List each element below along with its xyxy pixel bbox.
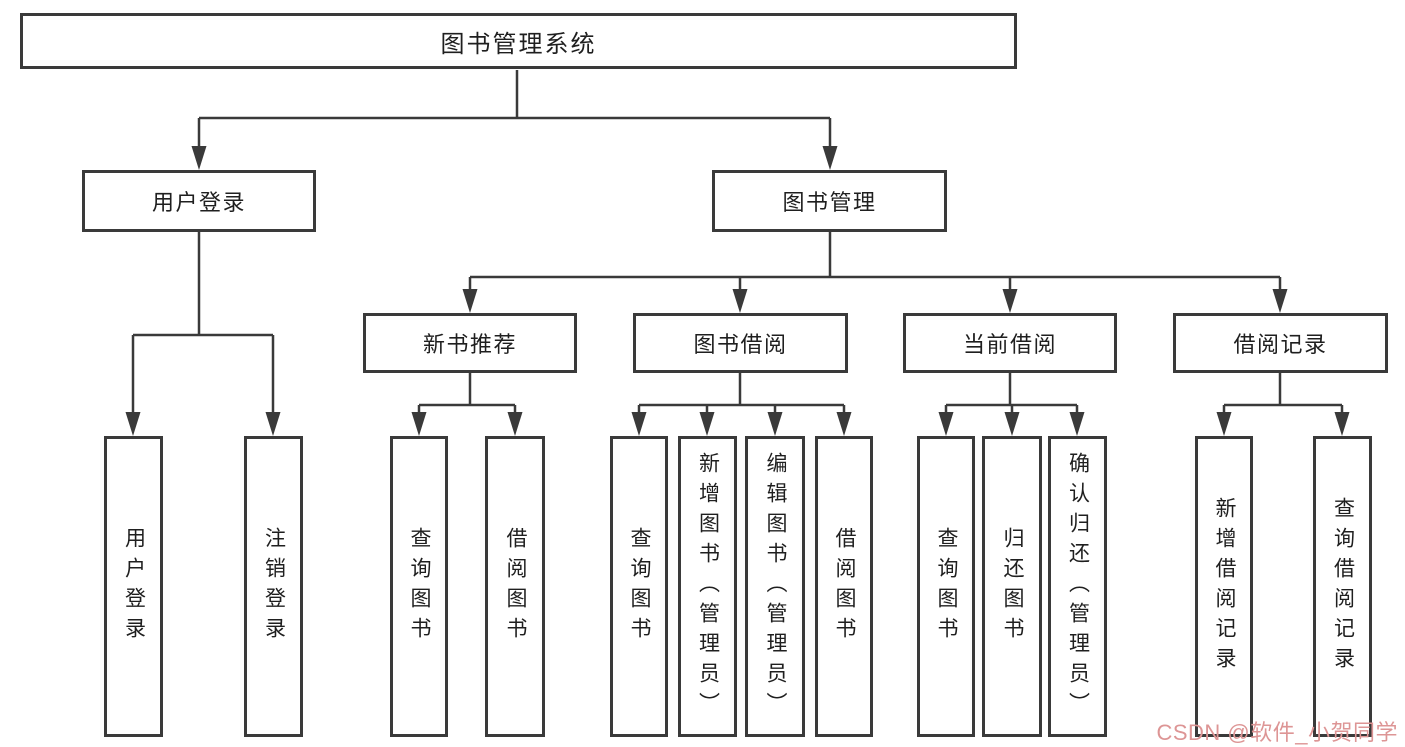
node-book-borrowing-label: 图书借阅 <box>693 332 788 357</box>
leaf-return-books: 归还图书 <box>982 436 1042 737</box>
arrowheads <box>125 146 1350 436</box>
arrowhead-icon <box>507 412 523 436</box>
leaf-borrow-books-recommend-label: 借阅图书 <box>504 526 527 647</box>
leaf-edit-books-admin: 编辑图书（管理员） <box>745 436 805 737</box>
node-book-borrowing: 图书借阅 <box>633 313 848 373</box>
arrowhead-icon <box>462 289 478 313</box>
leaf-query-books-borrowing-label: 查询图书 <box>628 526 651 647</box>
arrowhead-icon <box>1069 412 1085 436</box>
leaf-return-books-label: 归还图书 <box>1001 526 1024 647</box>
leaf-borrow-books-recommend: 借阅图书 <box>485 436 545 737</box>
node-current-borrowing-label: 当前借阅 <box>962 332 1057 357</box>
leaf-confirm-return-admin-label: 确认归还（管理员） <box>1066 451 1090 722</box>
leaf-confirm-return-admin: 确认归还（管理员） <box>1048 436 1107 737</box>
leaf-query-books-borrowing: 查询图书 <box>610 436 668 737</box>
arrowhead-icon <box>732 289 748 313</box>
node-root: 图书管理系统 <box>20 13 1017 69</box>
leaf-query-books-recommend-label: 查询图书 <box>408 526 431 647</box>
watermark: CSDN @软件_小贺同学 <box>1156 720 1398 745</box>
arrowhead-icon <box>1272 289 1288 313</box>
leaf-add-books-admin: 新增图书（管理员） <box>678 436 737 737</box>
node-root-label: 图书管理系统 <box>440 30 597 58</box>
leaf-query-books-current-label: 查询图书 <box>935 526 958 647</box>
arrowhead-icon <box>1002 289 1018 313</box>
node-user-login-branch: 用户登录 <box>82 170 316 232</box>
leaf-borrow-books-label: 借阅图书 <box>833 526 856 647</box>
tree-edges <box>131 70 1344 416</box>
leaf-query-borrow-record: 查询借阅记录 <box>1313 436 1372 737</box>
leaf-edit-books-admin-label: 编辑图书（管理员） <box>764 451 787 722</box>
arrowhead-icon <box>822 146 838 170</box>
node-user-login-branch-label: 用户登录 <box>151 190 246 215</box>
node-book-management-branch: 图书管理 <box>712 170 947 232</box>
leaf-query-books-recommend: 查询图书 <box>390 436 448 737</box>
leaf-query-borrow-record-label: 查询借阅记录 <box>1331 496 1355 677</box>
arrowhead-icon <box>699 412 715 436</box>
arrowhead-icon <box>938 412 954 436</box>
leaf-add-books-admin-label: 新增图书（管理员） <box>696 451 720 722</box>
leaf-add-borrow-record: 新增借阅记录 <box>1195 436 1253 737</box>
leaf-user-login: 用户登录 <box>104 436 163 737</box>
arrowhead-icon <box>631 412 647 436</box>
arrowhead-icon <box>836 412 852 436</box>
node-book-management-branch-label: 图书管理 <box>782 190 877 215</box>
arrowhead-icon <box>265 412 281 436</box>
node-current-borrowing: 当前借阅 <box>903 313 1117 373</box>
arrowhead-icon <box>191 146 207 170</box>
leaf-add-borrow-record-label: 新增借阅记录 <box>1213 496 1236 677</box>
node-new-book-recommend: 新书推荐 <box>363 313 577 373</box>
node-new-book-recommend-label: 新书推荐 <box>422 332 517 357</box>
node-borrow-records: 借阅记录 <box>1173 313 1388 373</box>
arrowhead-icon <box>1216 412 1232 436</box>
leaf-query-books-current: 查询图书 <box>917 436 975 737</box>
arrowhead-icon <box>1334 412 1350 436</box>
leaf-logout-label: 注销登录 <box>262 526 286 647</box>
leaf-user-login-label: 用户登录 <box>122 526 146 647</box>
arrowhead-icon <box>411 412 427 436</box>
node-borrow-records-label: 借阅记录 <box>1233 332 1328 357</box>
leaf-logout: 注销登录 <box>244 436 303 737</box>
arrowhead-icon <box>767 412 783 436</box>
leaf-borrow-books: 借阅图书 <box>815 436 873 737</box>
arrowhead-icon <box>125 412 141 436</box>
arrowhead-icon <box>1004 412 1020 436</box>
